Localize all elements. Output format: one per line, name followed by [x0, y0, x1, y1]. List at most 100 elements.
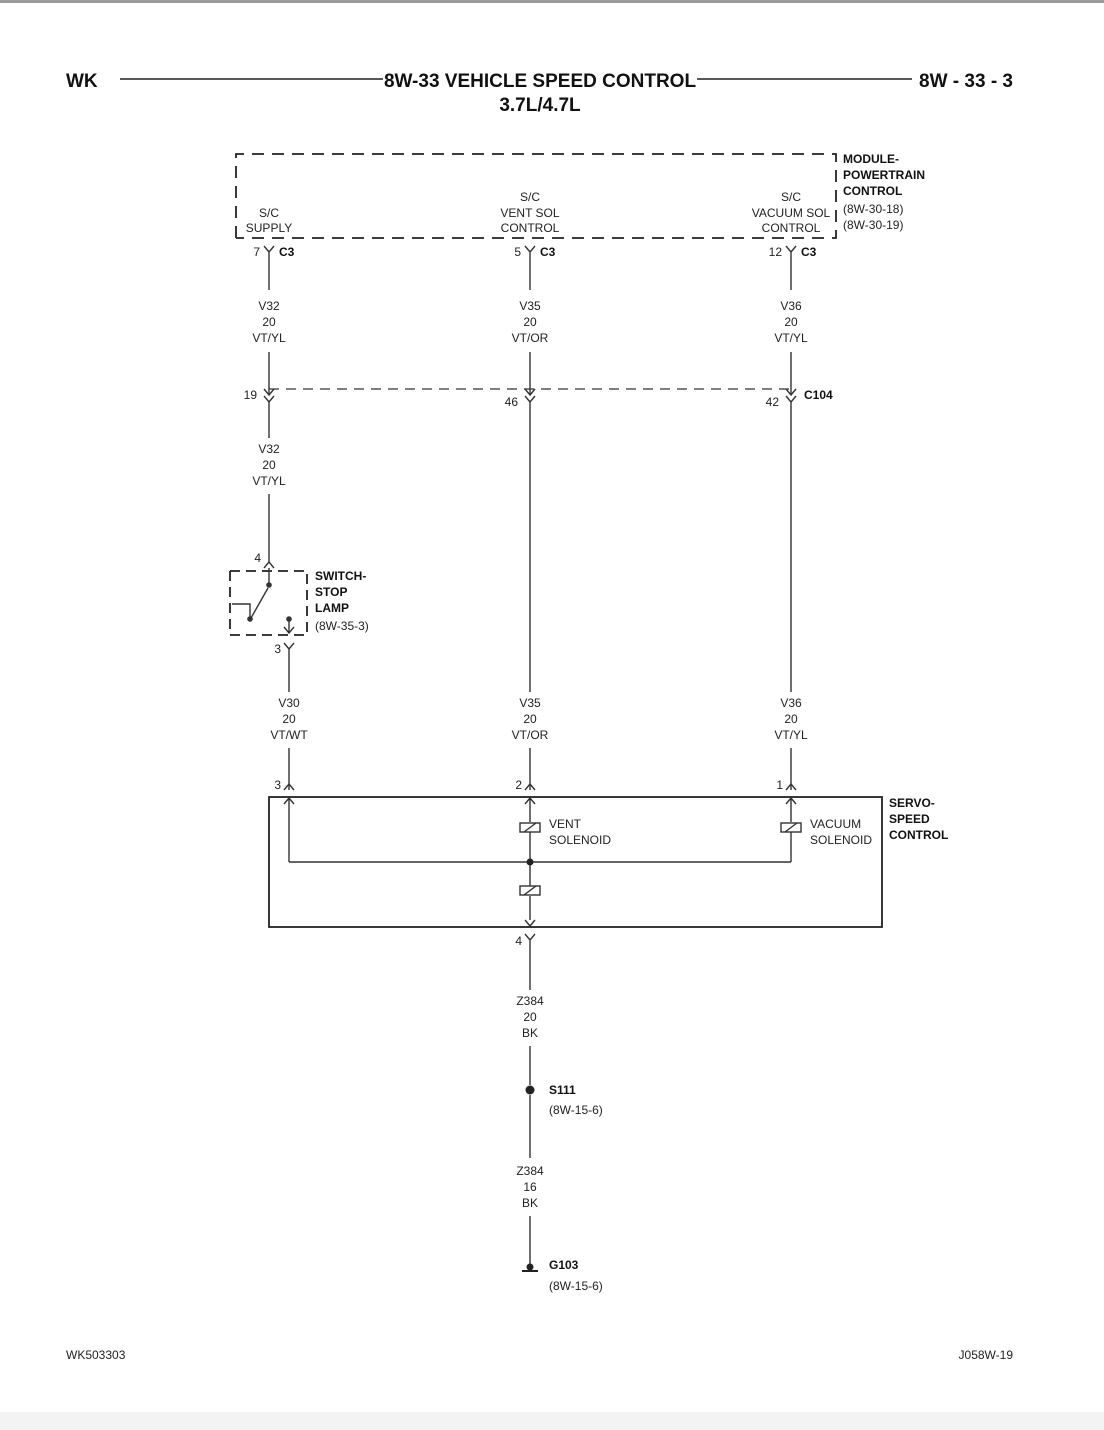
bottom-band [0, 1412, 1104, 1430]
svg-text:20: 20 [523, 712, 537, 726]
ground-g103: G103 (8W-15-6) [522, 1258, 603, 1293]
servo-name-line-1: SERVO- [889, 796, 935, 810]
svg-text:19: 19 [244, 388, 258, 402]
svg-text:V32: V32 [258, 299, 280, 313]
pcm-ref-2: (8W-30-19) [843, 218, 903, 232]
switch-pin-out: 3 [274, 642, 281, 656]
header-subtitle: 3.7L/4.7L [499, 95, 581, 116]
svg-text:Z384: Z384 [516, 994, 544, 1008]
servo-pin-3: 3 [274, 778, 281, 792]
switch-name-line-1: SWITCH- [315, 569, 366, 583]
c104-label: C104 [804, 388, 833, 402]
svg-text:Z384: Z384 [516, 1164, 544, 1178]
pcm-vent-label-2: VENT SOL [500, 206, 559, 220]
wire-label-v36-lower: V36 20 VT/YL [774, 696, 808, 742]
pcm-vent-label-1: S/C [520, 190, 540, 204]
svg-text:VT/YL: VT/YL [774, 728, 808, 742]
wire-label-v35-lower: V35 20 VT/OR [512, 696, 549, 742]
splice-ref: (8W-15-6) [549, 1103, 603, 1117]
pcm-vacuum-label-2: VACUUM SOL [752, 206, 831, 220]
vacuum-solenoid-label-1: VACUUM [810, 817, 861, 831]
servo-pin-4: 4 [515, 934, 522, 948]
svg-text:VT/OR: VT/OR [512, 728, 549, 742]
pcm-box [235, 153, 837, 239]
switch-ref: (8W-35-3) [315, 619, 369, 633]
ground-name: G103 [549, 1258, 579, 1272]
pcm-vent-connector: C3 [540, 245, 556, 259]
pcm-name-line-2: POWERTRAIN [843, 168, 925, 182]
svg-text:VT/OR: VT/OR [512, 331, 549, 345]
servo-junction-dot [526, 858, 534, 866]
servo-name-line-3: CONTROL [889, 828, 948, 842]
svg-text:V36: V36 [780, 696, 802, 710]
vent-solenoid-label-1: VENT [549, 817, 582, 831]
svg-text:VT/YL: VT/YL [252, 474, 286, 488]
pcm-vent-pin: 5 [514, 245, 521, 259]
pcm-vacuum-connector: C3 [801, 245, 817, 259]
svg-text:VT/WT: VT/WT [270, 728, 308, 742]
svg-text:46: 46 [505, 395, 519, 409]
svg-text:V32: V32 [258, 442, 280, 456]
pcm-supply-label-2: SUPPLY [246, 221, 292, 235]
svg-text:20: 20 [262, 315, 276, 329]
switch-name-line-2: STOP [315, 585, 347, 599]
servo-name-line-2: SPEED [889, 812, 930, 826]
svg-text:16: 16 [523, 1180, 537, 1194]
svg-text:20: 20 [523, 1010, 537, 1024]
splice-name: S111 [549, 1083, 576, 1097]
svg-text:V35: V35 [519, 299, 541, 313]
pcm-vacuum-label-3: CONTROL [762, 221, 821, 235]
svg-text:20: 20 [784, 315, 798, 329]
wire-label-v36-upper: V36 20 VT/YL [774, 299, 808, 345]
ground-ref: (8W-15-6) [549, 1279, 603, 1293]
vent-solenoid-label-2: SOLENOID [549, 833, 611, 847]
svg-text:42: 42 [766, 395, 780, 409]
switch-name-line-3: LAMP [315, 601, 349, 615]
header-left-code: WK [66, 71, 98, 92]
header-page-number: 8W - 33 - 3 [919, 71, 1013, 92]
header-title: 8W-33 VEHICLE SPEED CONTROL [384, 71, 697, 92]
splice-s111: S111 (8W-15-6) [525, 1083, 603, 1117]
pcm-connector-vent: 5 C3 [514, 245, 556, 290]
pcm-name-line-1: MODULE- [843, 152, 899, 166]
pcm-vacuum-label-1: S/C [781, 190, 801, 204]
pcm-supply-pin: 7 [253, 245, 260, 259]
pcm-supply-label-1: S/C [259, 206, 279, 220]
svg-text:VT/YL: VT/YL [252, 331, 286, 345]
svg-text:V35: V35 [519, 696, 541, 710]
top-rule [0, 0, 1104, 3]
svg-text:BK: BK [522, 1026, 538, 1040]
wire-label-v32-lower: V32 20 VT/YL [252, 442, 286, 488]
servo-pin-1: 1 [776, 778, 783, 792]
svg-text:VT/YL: VT/YL [774, 331, 808, 345]
wire-label-z384-upper: Z384 20 BK [516, 994, 544, 1040]
pcm-vacuum-pin: 12 [769, 245, 783, 259]
pcm-supply-connector: C3 [279, 245, 295, 259]
pcm-connector-supply: 7 C3 [253, 245, 295, 290]
svg-text:20: 20 [523, 315, 537, 329]
svg-text:V30: V30 [278, 696, 300, 710]
wire-label-v32-upper: V32 20 VT/YL [252, 299, 286, 345]
wire-label-v35-upper: V35 20 VT/OR [512, 299, 549, 345]
wire-label-v30: V30 20 VT/WT [270, 696, 308, 742]
svg-text:20: 20 [784, 712, 798, 726]
wire-label-z384-lower: Z384 16 BK [516, 1164, 544, 1210]
svg-text:20: 20 [262, 458, 276, 472]
footer-right-code: J058W-19 [959, 1348, 1014, 1362]
vacuum-solenoid-label-2: SOLENOID [810, 833, 872, 847]
vacuum-solenoid-coil [780, 822, 802, 833]
pcm-connector-vacuum: 12 C3 [769, 245, 817, 290]
svg-text:V36: V36 [780, 299, 802, 313]
switch-pin-in: 4 [254, 551, 261, 565]
pcm-ref-1: (8W-30-18) [843, 202, 903, 216]
servo-pin-2: 2 [515, 778, 522, 792]
servo-speed-control: SERVO- SPEED CONTROL 3 2 1 VENT SOLENOID… [268, 778, 948, 990]
switch-stop-lamp: 4 3 SWITCH- STOP LAMP (8W-35-3) [229, 551, 369, 692]
svg-text:20: 20 [282, 712, 296, 726]
pcm-name-line-3: CONTROL [843, 184, 902, 198]
footer-left-code: WK503303 [66, 1348, 126, 1362]
servo-lower-coil [519, 885, 541, 896]
svg-text:BK: BK [522, 1196, 538, 1210]
vent-solenoid-coil [519, 822, 541, 833]
